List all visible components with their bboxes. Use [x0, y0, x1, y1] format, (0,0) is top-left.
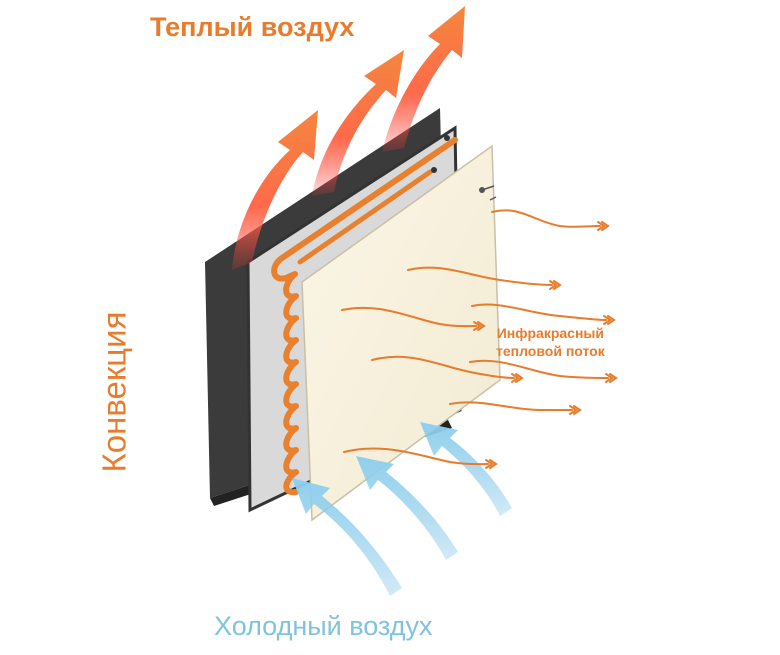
- ir-arrowhead: [473, 321, 486, 331]
- ir-wave: [407, 266, 553, 286]
- warm-air-label: Теплый воздух: [150, 12, 355, 42]
- cold-air-arrows: [292, 422, 512, 596]
- ir-arrowhead: [511, 373, 524, 383]
- cold-arrow: [356, 456, 458, 560]
- ir-arrowhead: [549, 280, 562, 290]
- cold-arrow: [292, 478, 402, 596]
- infrared-waves: [341, 209, 609, 466]
- wire-terminal: [431, 167, 437, 173]
- cold-air-label: Холодный воздух: [214, 611, 433, 641]
- infrared-flow-label: Инфракрасный тепловой поток: [496, 324, 605, 360]
- infrared-arrowheads: [473, 221, 618, 469]
- heating-wire-serpentine: [271, 137, 458, 496]
- warm-arrow: [232, 110, 318, 270]
- ir-wave: [343, 447, 489, 466]
- ir-wave: [491, 209, 601, 228]
- convection-label: Конвекция: [96, 231, 153, 473]
- wire-terminal: [444, 135, 450, 141]
- warm-arrow: [312, 50, 404, 196]
- ir-wave: [449, 401, 573, 411]
- ir-arrowhead: [603, 315, 616, 325]
- ir-wave: [371, 355, 515, 379]
- ir-arrowhead: [485, 459, 498, 469]
- warm-arrow: [382, 6, 465, 152]
- warm-air-arrows: [232, 6, 465, 270]
- ir-arrowhead: [605, 373, 618, 383]
- ir-arrowhead: [569, 405, 582, 415]
- cold-arrow: [420, 422, 512, 516]
- convection-label-text: Конвекция: [95, 311, 133, 473]
- ir-arrowhead: [597, 221, 610, 231]
- front-terminal-wire: [481, 185, 497, 201]
- heating-wire-top-lead: [297, 169, 433, 265]
- infrared-label-line2: тепловой поток: [496, 343, 605, 359]
- infrared-label-line1: Инфракрасный: [496, 325, 604, 341]
- ir-wave: [471, 303, 607, 321]
- front-emitting-panel: [301, 144, 501, 522]
- ir-wave: [341, 306, 477, 328]
- ir-wave: [469, 359, 609, 379]
